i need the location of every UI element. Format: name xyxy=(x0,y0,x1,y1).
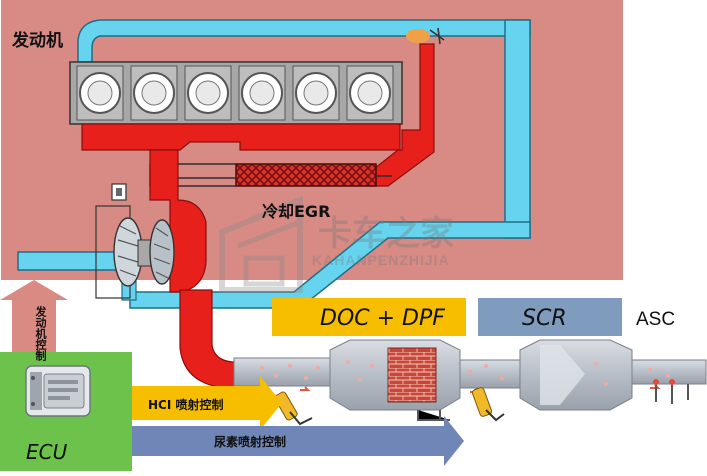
urea-injection-control-label: 尿素喷射控制 xyxy=(214,435,287,449)
cylinder-3 xyxy=(184,65,232,121)
cylinder-5 xyxy=(292,65,340,121)
ecu-label: ECU xyxy=(26,440,68,464)
truck-house-logo-icon xyxy=(219,195,303,293)
scr-label: SCR xyxy=(522,306,567,331)
egr-hot-pipe-right xyxy=(369,43,435,187)
intake-throttle xyxy=(406,29,430,43)
fresh-air-inlet xyxy=(17,251,121,271)
doc-dpf-banner xyxy=(272,298,466,336)
tailpipe xyxy=(631,359,707,385)
gas-particles xyxy=(260,360,670,386)
doc-dpf-label: DOC + DPF xyxy=(320,306,445,331)
cooled-egr-label: 冷却EGR xyxy=(262,202,331,221)
cylinder-6 xyxy=(346,65,394,121)
sensor-tips xyxy=(653,379,675,385)
engine-control-label: 发动机控制 xyxy=(34,306,47,361)
exhaust-pipe-inlet xyxy=(233,357,331,387)
intake-pipe-diagonal xyxy=(129,221,531,309)
aftertreatment-system xyxy=(233,339,707,421)
engine-label: 发动机 xyxy=(12,31,63,51)
egr-cooler xyxy=(235,163,377,187)
engine-control-arrow xyxy=(0,280,68,352)
cylinders xyxy=(76,65,394,121)
urea-injection-arrow xyxy=(132,416,464,466)
turbocharger xyxy=(95,183,175,299)
exhaust-manifold xyxy=(81,123,401,151)
cylinder-2 xyxy=(130,65,178,121)
watermark-group xyxy=(219,195,303,293)
urea-injector-icon xyxy=(471,387,505,422)
watermark-brand: 卡车之家 xyxy=(318,214,454,254)
cylinder-4 xyxy=(238,65,286,121)
ecu-module-icon xyxy=(25,365,91,417)
mid-pipe xyxy=(459,359,521,389)
intake-pipe-right-vertical xyxy=(504,19,531,239)
hci-injection-control-label: HCI 喷射控制 xyxy=(148,398,224,412)
hci-injector-icon xyxy=(274,391,313,426)
dpf-brick xyxy=(387,347,437,403)
sensors xyxy=(417,384,689,421)
cylinder-1 xyxy=(76,65,124,121)
scr-banner xyxy=(478,298,622,336)
scr-mix-cone xyxy=(540,345,585,405)
asc-label: ASC xyxy=(636,309,676,330)
watermark-pinyin: KAHANPENZHIJIA xyxy=(312,252,450,268)
throttle-lever xyxy=(429,27,445,45)
hci-injection-arrow xyxy=(132,376,282,430)
